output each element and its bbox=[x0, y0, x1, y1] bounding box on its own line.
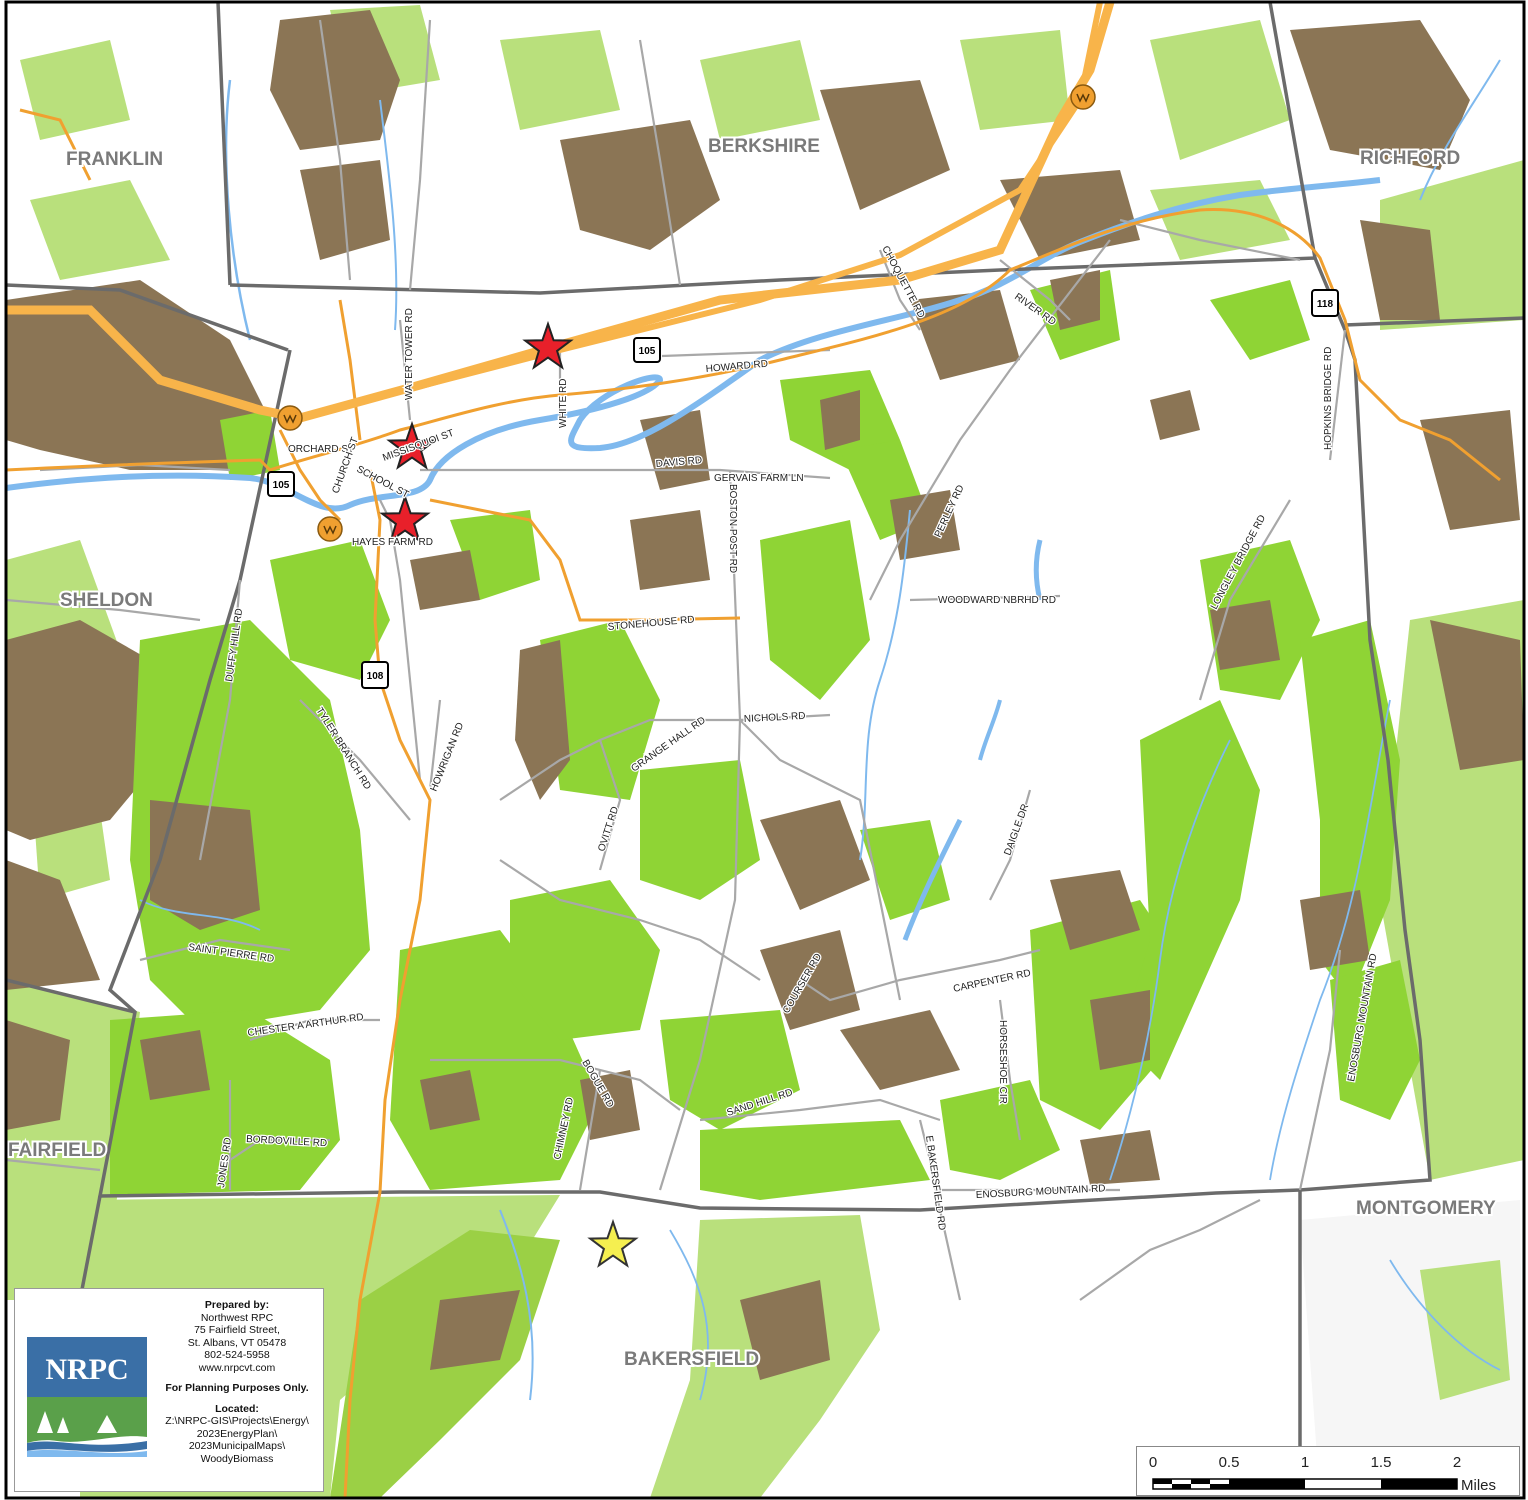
scale-tick-label: 1 bbox=[1301, 1454, 1309, 1471]
town-label: MONTGOMERY bbox=[1356, 1198, 1496, 1219]
nrpc-logo: NRPC bbox=[27, 1337, 147, 1457]
town-label: FAIRFIELD bbox=[8, 1140, 106, 1161]
file-path-1: Z:\NRPC-GIS\Projects\Energy\ bbox=[165, 1415, 309, 1427]
logo-text: NRPC bbox=[45, 1353, 128, 1386]
road-label: HAYES FARM RD bbox=[352, 537, 433, 548]
red-star-icon bbox=[379, 493, 431, 543]
road-label: GERVAIS FARM LN bbox=[714, 473, 804, 484]
scale-tick-label: 0 bbox=[1149, 1454, 1157, 1471]
file-path-2: 2023EnergyPlan\ bbox=[196, 1427, 278, 1440]
route-shield-105: 105 bbox=[267, 471, 295, 497]
substation-icon bbox=[1070, 84, 1096, 110]
road-label: DAVIS RD bbox=[655, 455, 702, 470]
forest-layer bbox=[110, 270, 1420, 1200]
svg-text:105: 105 bbox=[639, 346, 656, 357]
file-path-3: 2023MunicipalMaps\ bbox=[188, 1440, 286, 1452]
prepared-by-block: Prepared by: Northwest RPC 75 Fairfield … bbox=[153, 1299, 321, 1465]
org-web[interactable]: www.nrpcvt.com bbox=[198, 1361, 276, 1374]
route-105 bbox=[6, 208, 1501, 482]
town-label: SHELDON bbox=[60, 590, 153, 611]
svg-text:108: 108 bbox=[367, 671, 384, 682]
road-label: HOPKINS BRIDGE RD bbox=[1323, 347, 1334, 450]
road-label: WHITE RD bbox=[558, 379, 569, 428]
org-phone: 802-524-5958 bbox=[204, 1349, 270, 1361]
red-star-icon bbox=[522, 320, 574, 370]
town-label: BERKSHIRE bbox=[708, 136, 820, 157]
road-label: HOWARD RD bbox=[705, 359, 768, 375]
town-label: BAKERSFIELD bbox=[624, 1349, 759, 1370]
substation-icon bbox=[317, 516, 343, 542]
scale-unit: Miles bbox=[1461, 1477, 1496, 1494]
map-frame bbox=[4, 0, 1526, 1500]
road-label: ENOSBURG MOUNTAIN RD bbox=[976, 1183, 1106, 1201]
substation-icons bbox=[277, 84, 1096, 542]
town-label: FRANKLIN bbox=[66, 149, 163, 170]
substation-icon bbox=[277, 405, 303, 431]
scale-tick-label: 0.5 bbox=[1219, 1454, 1240, 1471]
road-label: E BAKERSFIELD RD bbox=[923, 1135, 947, 1231]
brown-forest-layer bbox=[140, 270, 1370, 1185]
town-labels: FRANKLIN BERKSHIRE RICHFORD SHELDON FAIR… bbox=[6, 134, 1498, 1372]
info-box: NRPC Prepared by: Northwest RPC 75 Fairf… bbox=[14, 1288, 324, 1492]
road-label: WATER TOWER RD bbox=[404, 308, 415, 400]
svg-text:105: 105 bbox=[273, 480, 290, 491]
facility-stars[interactable] bbox=[379, 320, 639, 1268]
yellow-star-icon bbox=[587, 1218, 639, 1268]
disclaimer: For Planning Purposes Only. bbox=[165, 1382, 309, 1394]
road-label: OVITT RD bbox=[596, 805, 621, 853]
red-star-icon bbox=[386, 420, 438, 470]
road-label: WOODWARD NBRHD RD bbox=[938, 595, 1056, 606]
route-108 bbox=[343, 469, 432, 1498]
road-label: STONEHOUSE RD bbox=[607, 614, 695, 633]
route-shield-118: 118 bbox=[1311, 289, 1339, 317]
org-city: St. Albans, VT 05478 bbox=[187, 1336, 287, 1349]
road-label: BOSTON POST RD bbox=[727, 484, 738, 573]
road-label: DAIGLE DR bbox=[1002, 803, 1031, 857]
state-routes bbox=[6, 108, 1501, 1498]
located-label: Located: bbox=[215, 1402, 259, 1415]
town-label: RICHFORD bbox=[1360, 148, 1460, 169]
svg-text:118: 118 bbox=[1317, 299, 1334, 310]
scale-bar-box: 0 0.5 1 1.5 2 Miles bbox=[1136, 1446, 1520, 1496]
file-path-4: WoodyBiomass bbox=[200, 1452, 274, 1465]
route-shields: 105 105 118 108 bbox=[267, 289, 1339, 689]
route-shield-105: 105 bbox=[633, 337, 661, 363]
scale-bar: 0 0.5 1 1.5 2 Miles bbox=[1149, 1454, 1496, 1494]
road-label: NICHOLS RD bbox=[744, 711, 806, 725]
prepared-by-label: Prepared by: bbox=[204, 1299, 270, 1311]
road-label: HORSESHOE CIR bbox=[997, 1020, 1008, 1104]
org-street: 75 Fairfield Street, bbox=[194, 1324, 280, 1336]
org-name: Northwest RPC bbox=[200, 1311, 274, 1324]
scale-tick-label: 2 bbox=[1453, 1454, 1461, 1471]
road-label: CARPENTER RD bbox=[952, 968, 1031, 995]
scale-tick-label: 1.5 bbox=[1371, 1454, 1392, 1471]
route-shield-108: 108 bbox=[361, 661, 389, 689]
road-label: ORCHARD ST bbox=[288, 444, 354, 455]
